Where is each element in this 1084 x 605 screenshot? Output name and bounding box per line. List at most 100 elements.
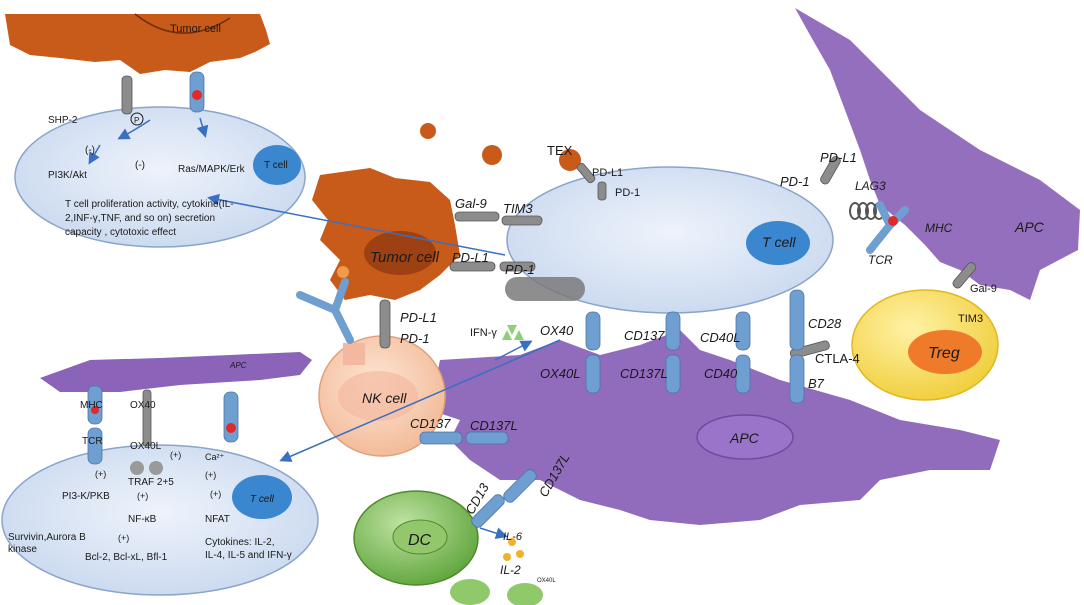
label-cd137-a: CD137: [410, 416, 451, 431]
label-ctla4: CTLA-4: [815, 351, 860, 366]
receptor-cd137-a: [419, 431, 463, 445]
label-treg: Treg: [928, 345, 960, 362]
label-ca: Ca²⁺: [205, 452, 225, 462]
label-t-cell-main: T cell: [762, 234, 796, 250]
label-mhc-bl: MHC: [80, 400, 103, 411]
label-t-cell-small: T cell: [264, 160, 288, 171]
tumor-cell-center-nucleus: [364, 231, 436, 275]
receptor-cd137l: [665, 354, 681, 394]
label-pi3k-pkb: PI3-K/PKB: [62, 491, 110, 502]
label-pdl1-nk: PD-L1: [400, 310, 437, 325]
arrow-tumor-to-tl: [207, 193, 506, 256]
receptor-cd137l-a: [465, 431, 509, 445]
label-ox40l: OX40L: [540, 366, 580, 381]
nk-antibody: [296, 278, 354, 344]
nk-antigen: [337, 266, 349, 278]
label-pd1-center: PD-1: [505, 262, 535, 277]
label-shp2: SHP-2: [48, 115, 78, 126]
arrow-ox40-to-bl: [279, 339, 561, 462]
tumor-debris-3: [559, 149, 581, 171]
dc-small-1: [450, 579, 490, 605]
label-survivin1: Survivin,Aurora B: [8, 532, 86, 543]
label-ox40-bl: OX40: [130, 400, 156, 411]
receptor-cd137l-b: [503, 469, 537, 503]
receptor-ox40: [585, 311, 601, 351]
label-survivin2: kinase: [8, 544, 37, 555]
arrow-pi3k: [88, 144, 101, 165]
label-mhc-right: MHC: [925, 221, 953, 235]
apc-bottom-left-cell: [40, 352, 312, 392]
label-nfat: NFAT: [205, 514, 230, 525]
receptor-ca-bl: [223, 391, 239, 443]
label-gal9-right: Gal-9: [970, 283, 997, 295]
label-ox40: OX40: [540, 323, 574, 338]
receptor-pd1-center: [499, 261, 536, 272]
label-nk-cell: NK cell: [362, 390, 407, 406]
tcr-right-antigen: [888, 216, 898, 226]
receptor-b7: [789, 354, 805, 404]
tumor-cell-top-nucleus: [134, 13, 231, 34]
label-cd137l: CD137L: [620, 366, 668, 381]
receptor-mhc-bl: [87, 385, 103, 425]
receptor-ox40l: [585, 354, 601, 394]
il-symbols: [503, 538, 524, 561]
label-plus6: (+): [118, 533, 129, 543]
label-tumor-cell-top: Tumor cell: [170, 23, 221, 35]
label-lag3: LAG3: [855, 179, 886, 193]
label-tim3: TIM3: [503, 201, 533, 216]
traf-dot-1: [130, 461, 144, 475]
label-ras-mapk: Ras/MAPK/Erk: [178, 164, 246, 175]
traf-dot-2: [149, 461, 163, 475]
nk-cell-nucleus: [338, 371, 418, 421]
label-plus1: (+): [95, 469, 106, 479]
receptor-tex: [576, 162, 596, 184]
label-pd1-nk: PD-1: [400, 331, 430, 346]
receptor-gal9: [454, 211, 500, 222]
receptor-ctla4: [789, 340, 830, 359]
label-pdl1-center: PD-L1: [452, 250, 489, 265]
label-ox40l-small: OX40L: [537, 578, 556, 584]
nk-cell-stalk: [343, 343, 365, 365]
receptor-pd1-tex: [597, 181, 607, 201]
label-tex: TEX: [547, 143, 573, 158]
label-cd40l: CD40L: [700, 330, 740, 345]
label-pi3k-akt: PI3K/Akt: [48, 170, 87, 181]
apc-center-nucleus: [696, 414, 794, 460]
bl-receptor-antigen: [226, 423, 236, 433]
receptor-cd28: [789, 289, 805, 351]
dc-cell-nucleus: [392, 519, 448, 555]
label-pdl1-tex: PD-L1: [592, 167, 623, 179]
tumor-debris-2: [482, 145, 502, 165]
label-tim3-right: TIM3: [958, 313, 983, 325]
label-tcr-bl: TCR: [82, 436, 103, 447]
label-pd1-right: PD-1: [780, 174, 810, 189]
receptor-pdl1-center: [449, 261, 496, 272]
tl-t-cell-body: [14, 106, 306, 248]
ifn-symbols: [502, 325, 524, 340]
label-cyto1: Cytokines: IL-2,: [205, 537, 274, 548]
label-tl-text3: capacity , cytotoxic effect: [65, 227, 176, 238]
label-neg2: (-): [135, 160, 145, 171]
dc-small-2: [507, 583, 543, 605]
receptor-nk-1: [379, 299, 391, 349]
p-circle: [130, 112, 144, 126]
receptor-cd40l: [735, 311, 751, 351]
receptor-ox40bl: [142, 389, 152, 447]
main-t-cell-grey-block: [505, 277, 585, 301]
label-dc: DC: [408, 532, 432, 549]
label-cd137: CD137: [624, 328, 665, 343]
label-p: P: [134, 116, 139, 125]
receptor-cd13: [471, 494, 505, 528]
receptor-tcr-bl: [87, 427, 103, 465]
label-apc-right: APC: [1014, 219, 1045, 235]
main-t-cell-nucleus: [746, 221, 810, 265]
label-tcr-right: TCR: [868, 253, 893, 267]
label-cd137l-a: CD137L: [470, 418, 518, 433]
receptor-cd40: [735, 354, 751, 394]
label-il6: IL-6: [503, 531, 523, 543]
label-b7: B7: [808, 376, 825, 391]
tumor-cell-top: [5, 14, 270, 74]
label-tl-text2: 2,INF-γ,TNF, and so on) secretion: [65, 213, 215, 224]
arrow-shp2: [117, 119, 151, 140]
